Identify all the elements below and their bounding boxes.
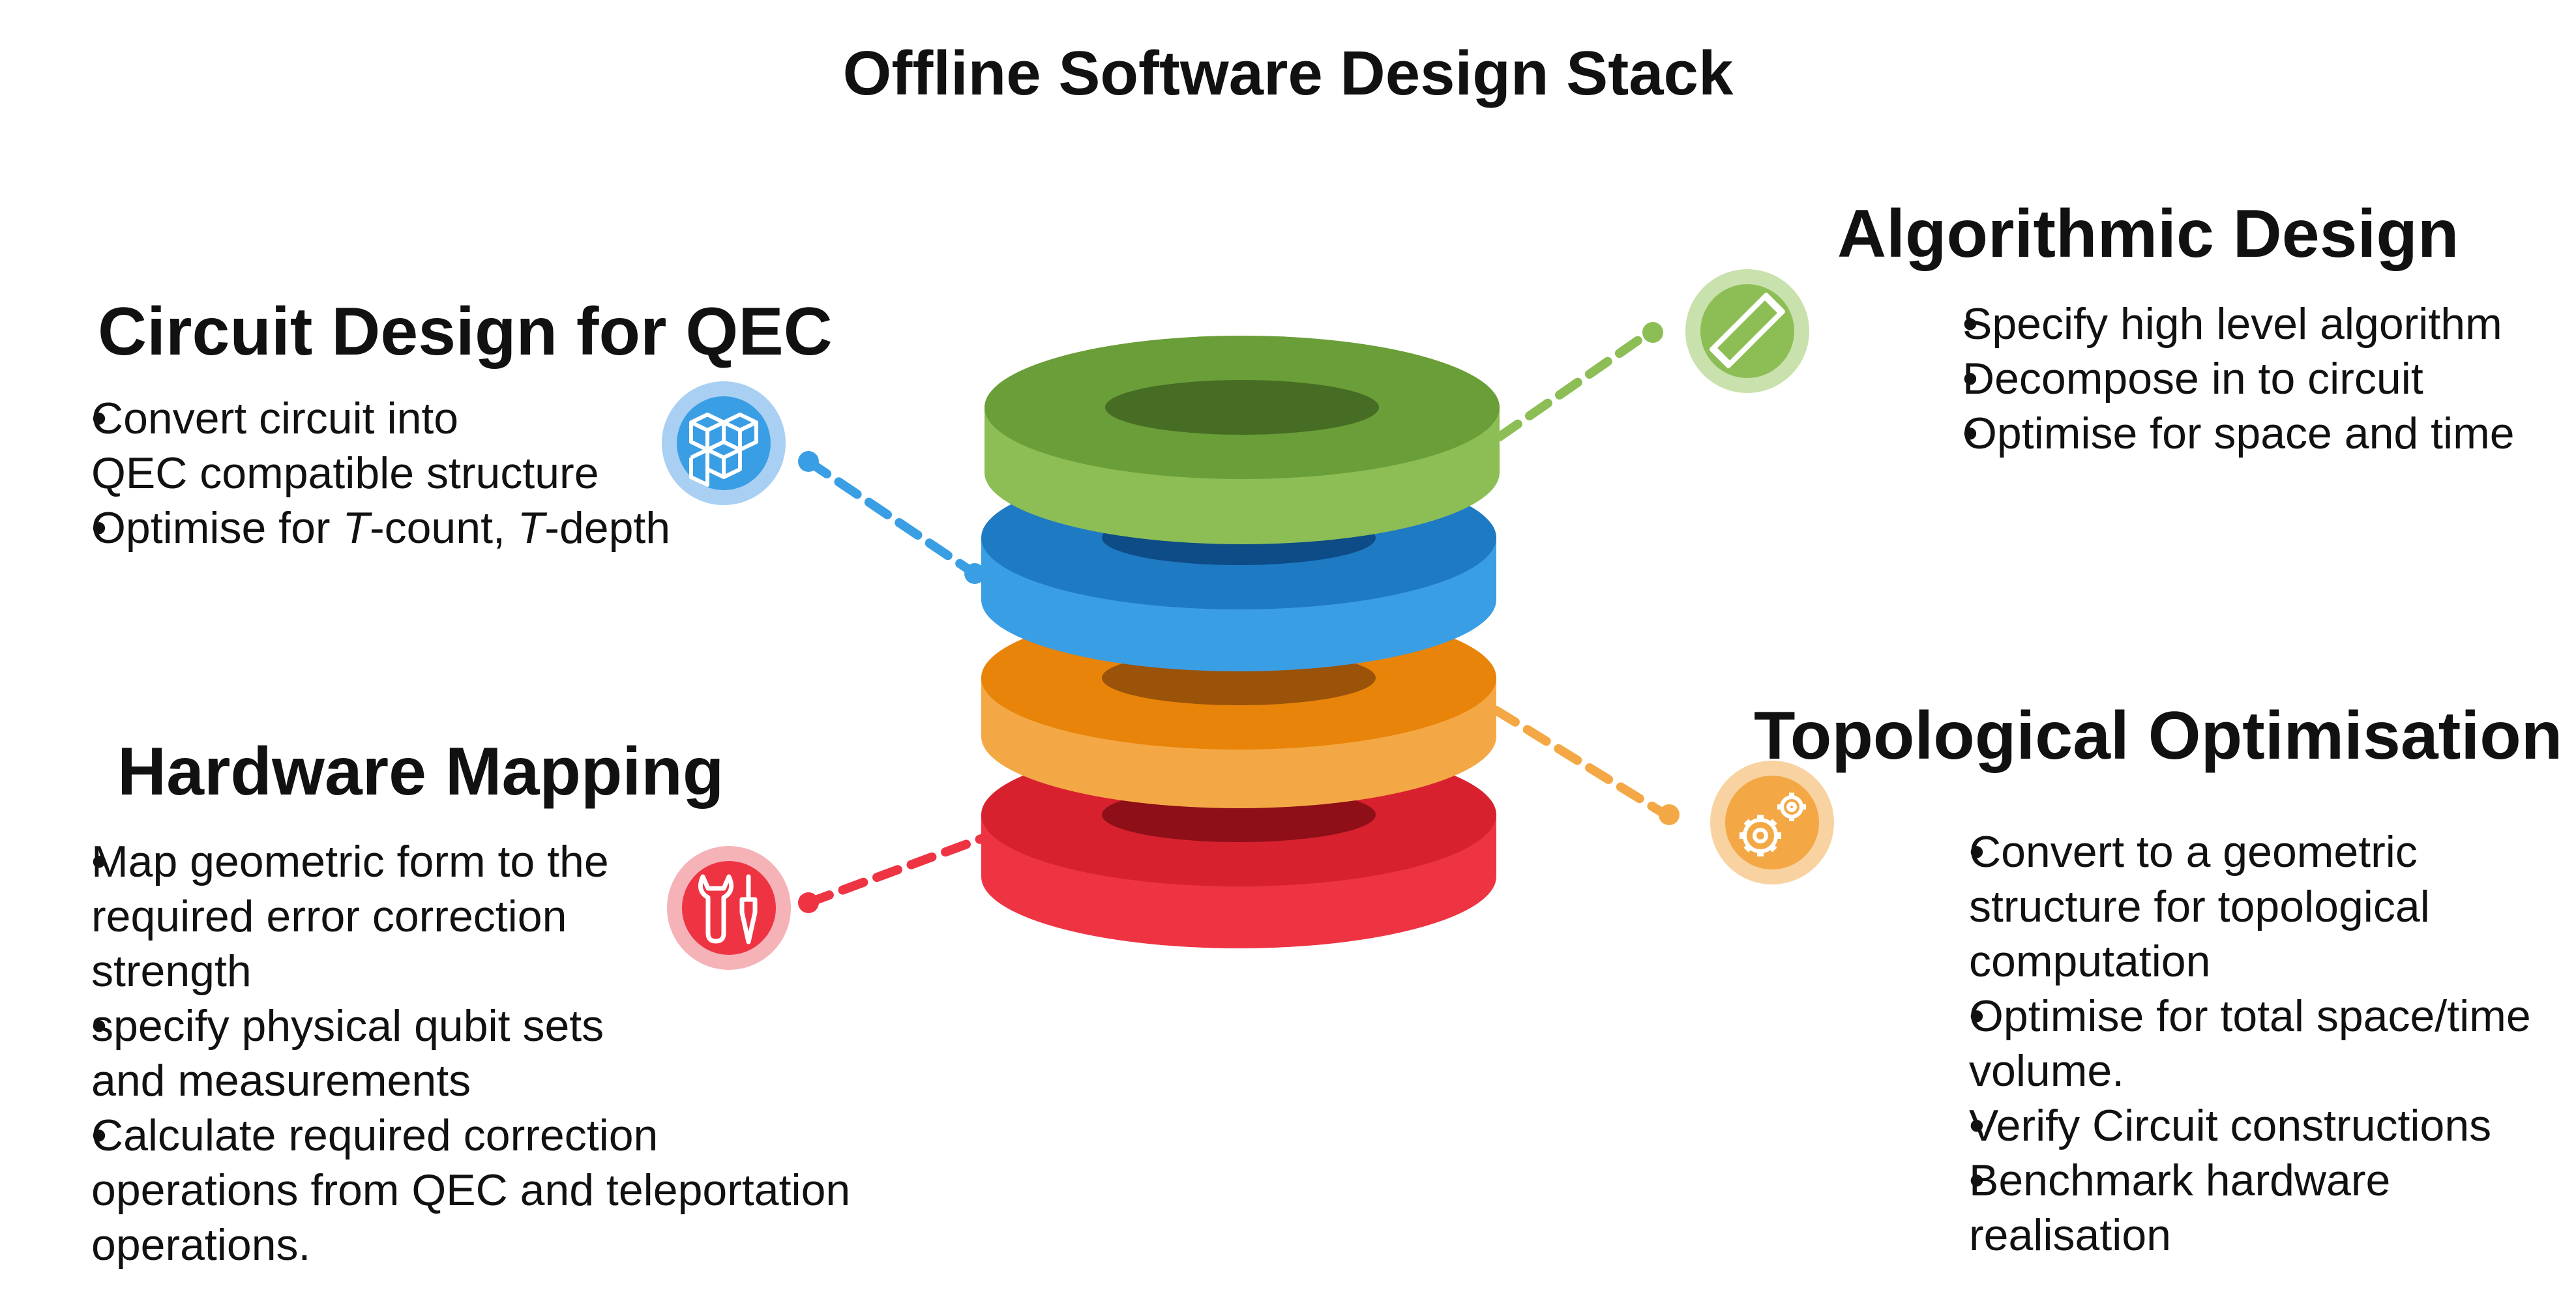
green-stack-layer	[985, 336, 1500, 544]
topological-bullet-item: Optimise for total space/time volume.	[1904, 989, 2531, 1098]
algorithmic-bullet-item: Decompose in to circuit	[1897, 351, 2515, 406]
topological-bullet-item: Verify Circuit constructions	[1904, 1098, 2531, 1153]
hardware-bullet-item: Map geometric form to the required error…	[26, 834, 850, 999]
hardware-bullet-item: Calculate required correction operations…	[26, 1108, 850, 1272]
algorithmic-design-bullets: Specify high level algorithmDecompose in…	[1897, 297, 2515, 461]
page-title: Offline Software Design Stack	[842, 38, 1734, 108]
topological-connector-dot	[1659, 804, 1680, 825]
topological-bullet-item: Benchmark hardware realisation	[1904, 1153, 2531, 1263]
pencil-ruler-icon	[1685, 269, 1809, 393]
algorithmic-design-title: Algorithmic Design	[1837, 196, 2459, 272]
circuit-bullet-item: Optimise for T-count, T-depth	[26, 501, 670, 555]
topological-bullet-item: Convert to a geometric structure for top…	[1904, 825, 2531, 989]
hardware-connector-dot	[798, 892, 819, 913]
circuit-design-bullets: Convert circuit into QEC compatible stru…	[26, 391, 670, 555]
algorithmic-connector-line	[1495, 328, 1654, 441]
hardware-mapping-bullets: Map geometric form to the required error…	[26, 834, 850, 1272]
cubes-icon	[662, 381, 786, 505]
gears-icon	[1710, 761, 1834, 884]
topological-optimisation-bullets: Convert to a geometric structure for top…	[1904, 825, 2531, 1263]
circuit-bullet-item: Convert circuit into QEC compatible stru…	[26, 391, 670, 501]
hardware-mapping-title: Hardware Mapping	[117, 734, 724, 810]
circuit-connector-line	[804, 457, 979, 578]
algorithmic-bullet-item: Specify high level algorithm	[1897, 297, 2515, 351]
hardware-connector-line	[804, 833, 989, 907]
circuit-design-title: Circuit Design for QEC	[98, 294, 833, 370]
tools-icon	[667, 846, 791, 970]
circuit-connector-end-dot	[964, 563, 985, 584]
circuit-connector-dot	[798, 451, 819, 472]
hardware-bullet-item: specify physical qubit sets and measurem…	[26, 999, 850, 1108]
algorithmic-bullet-item: Optimise for space and time	[1897, 406, 2515, 461]
algorithmic-connector-dot	[1642, 322, 1663, 343]
topological-connector-line	[1492, 706, 1670, 819]
topological-optimisation-title: Topological Optimisation	[1754, 698, 2563, 774]
